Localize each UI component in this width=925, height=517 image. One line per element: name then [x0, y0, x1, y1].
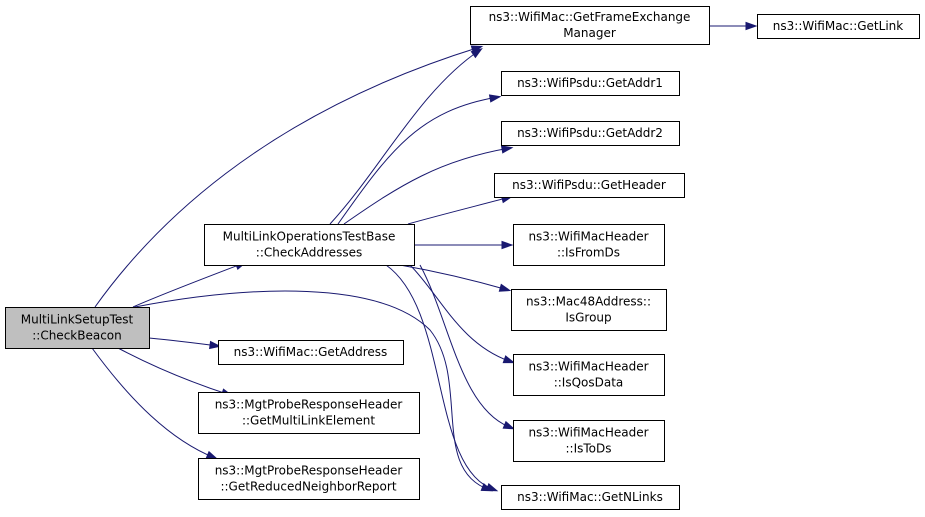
edge-get_frame_exchange_manager-to-get_link — [709, 21, 758, 31]
arrow-head-icon — [209, 340, 222, 350]
node-label-line: ::CheckBeacon — [32, 329, 122, 343]
edge-line — [399, 264, 509, 291]
node-label-line: ::GetMultiLinkElement — [242, 414, 375, 428]
arrow-head-icon — [485, 483, 499, 492]
node-box — [204, 224, 415, 266]
edge-root-to-get_frame_exchange_manager — [94, 45, 484, 308]
node-box — [501, 485, 680, 510]
arrow-head-icon — [498, 283, 512, 292]
edge-line — [91, 347, 216, 459]
edge-check_addresses-to-get_n_links — [385, 264, 499, 492]
node-label-line: ns3::WifiMac::GetFrameExchange — [489, 10, 691, 24]
edge-check_addresses-to-get_addr2 — [343, 145, 514, 225]
node-label-line: ns3::WifiMac::GetAddress — [234, 345, 388, 359]
node-box — [511, 289, 667, 331]
node-get-addr2[interactable]: ns3::WifiPsdu::GetAddr2 — [501, 121, 680, 146]
node-box — [501, 121, 680, 146]
edge-check_addresses-to-get_addr1 — [337, 94, 502, 225]
node-box — [757, 14, 920, 39]
edge-line — [134, 290, 491, 491]
edge-line — [409, 264, 513, 363]
node-is-qos-data[interactable]: ns3::WifiMacHeader::IsQosData — [513, 354, 665, 396]
node-label-line: ns3::WifiMacHeader — [528, 360, 648, 374]
node-box — [470, 6, 710, 45]
edge-root-to-get_address — [148, 337, 222, 350]
node-label-line: ns3::WifiMac::GetLink — [773, 19, 903, 33]
node-label-line: Manager — [563, 26, 616, 40]
node-layer: MultiLinkSetupTest::CheckBeaconMultiLink… — [5, 6, 920, 510]
edge-check_addresses-to-get_frame_exchange_manager — [329, 48, 483, 225]
edge-line — [337, 96, 499, 225]
edge-line — [385, 264, 496, 491]
edge-check_addresses-to-get_header — [407, 195, 514, 225]
node-is-from-ds[interactable]: ns3::WifiMacHeader::IsFromDs — [513, 224, 665, 266]
edge-line — [94, 46, 481, 308]
edge-line — [343, 147, 511, 225]
edge-root-to-check_addresses — [132, 261, 248, 308]
edge-line — [407, 196, 511, 225]
node-label-line: ns3::Mac48Address:: — [526, 295, 651, 309]
node-is-group[interactable]: ns3::Mac48Address::IsGroup — [511, 289, 667, 331]
node-is-to-ds[interactable]: ns3::WifiMacHeader::IsToDs — [513, 420, 665, 462]
node-label-line: MultiLinkOperationsTestBase — [223, 230, 396, 244]
node-box — [494, 173, 685, 198]
node-label-line: ::CheckAddresses — [256, 246, 362, 260]
node-get-multi-link-element[interactable]: ns3::MgtProbeResponseHeader::GetMultiLin… — [198, 392, 420, 434]
node-label-line: ns3::MgtProbeResponseHeader — [215, 398, 403, 412]
node-box — [501, 71, 680, 96]
node-label-line: ns3::WifiMacHeader — [528, 426, 648, 440]
node-check-addresses[interactable]: MultiLinkOperationsTestBase::CheckAddres… — [204, 224, 415, 266]
node-root[interactable]: MultiLinkSetupTest::CheckBeacon — [5, 307, 150, 349]
node-label-line: ns3::WifiMac::GetNLinks — [517, 490, 663, 504]
edge-check_addresses-to-is_group — [399, 264, 512, 292]
node-label-line: IsGroup — [565, 311, 611, 325]
edge-line — [419, 264, 513, 429]
node-label-line: ::IsFromDs — [557, 246, 620, 260]
node-box — [5, 307, 150, 349]
arrow-head-icon — [502, 420, 516, 430]
arrow-head-icon — [488, 94, 502, 103]
edge-check_addresses-to-is_from_ds — [414, 240, 514, 250]
node-label-line: ns3::WifiPsdu::GetAddr2 — [517, 126, 663, 140]
node-label-line: ns3::WifiMacHeader — [528, 230, 648, 244]
arrow-head-icon — [500, 145, 514, 154]
edge-check_addresses-to-is_qos_data — [409, 264, 516, 364]
node-label-line: ::IsQosData — [554, 376, 624, 390]
edge-line — [117, 347, 231, 396]
node-get-address[interactable]: ns3::WifiMac::GetAddress — [218, 340, 404, 365]
node-get-addr1[interactable]: ns3::WifiPsdu::GetAddr1 — [501, 71, 680, 96]
node-label-line: ns3::WifiPsdu::GetAddr1 — [517, 76, 663, 90]
node-box — [513, 224, 665, 266]
edge-line — [148, 337, 219, 347]
arrow-head-icon — [470, 48, 483, 59]
node-get-header[interactable]: ns3::WifiPsdu::GetHeader — [494, 173, 685, 198]
edge-line — [132, 262, 245, 308]
node-label-line: ns3::WifiPsdu::GetHeader — [512, 178, 666, 192]
arrow-head-icon — [502, 355, 516, 364]
edge-root-to-get_multi_link_element — [117, 347, 234, 397]
edge-line — [329, 49, 481, 225]
node-label-line: ns3::MgtProbeResponseHeader — [215, 464, 403, 478]
node-box — [198, 458, 420, 500]
node-get-link[interactable]: ns3::WifiMac::GetLink — [757, 14, 920, 39]
node-box — [513, 420, 665, 462]
node-label-line: ::IsToDs — [565, 442, 611, 456]
arrow-head-icon — [501, 240, 514, 250]
edge-check_addresses-to-is_to_ds — [419, 264, 516, 430]
edge-root-to-get_reduced_neighbor_report — [91, 347, 219, 460]
node-label-line: MultiLinkSetupTest — [21, 313, 134, 327]
node-box — [198, 392, 420, 434]
arrow-head-icon — [745, 21, 758, 31]
node-get-n-links[interactable]: ns3::WifiMac::GetNLinks — [501, 485, 680, 510]
arrow-head-icon — [205, 450, 219, 460]
node-get-reduced-neighbor-report[interactable]: ns3::MgtProbeResponseHeader::GetReducedN… — [198, 458, 420, 500]
node-box — [218, 340, 404, 365]
node-label-line: ::GetReducedNeighborReport — [220, 480, 396, 494]
node-box — [513, 354, 665, 396]
